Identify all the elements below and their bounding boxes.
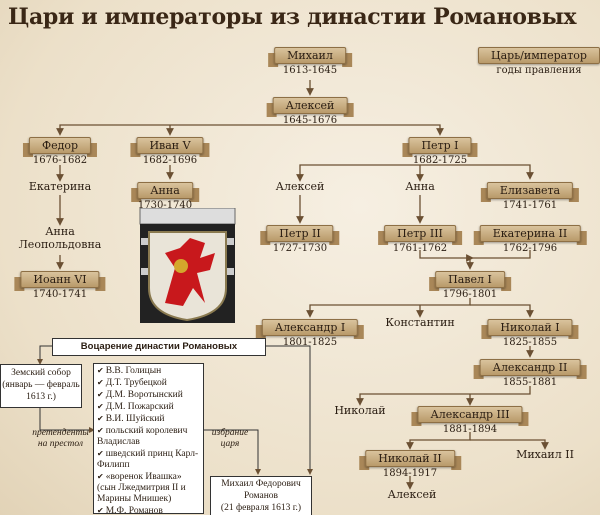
ruler-years: 1682-1696 bbox=[142, 155, 198, 166]
ruler-name: Николай I bbox=[481, 319, 579, 339]
ruler-name: Иван V bbox=[130, 137, 210, 157]
ruler-name: Михаил bbox=[268, 47, 352, 67]
relative-nikolai: Николай bbox=[334, 404, 386, 417]
text-line: царя bbox=[220, 439, 240, 449]
text-line: на престол bbox=[37, 439, 84, 449]
relative-aleksei-tsesarevich: Алексей bbox=[387, 488, 437, 501]
text-line: избрание bbox=[211, 428, 249, 438]
candidate: В.И. Шуйский bbox=[97, 413, 200, 425]
candidate: «воренок Ивашка» (сын Лжедмитрия II и Ма… bbox=[97, 471, 200, 505]
legend-years: годы правления bbox=[496, 65, 582, 76]
candidate: Д.М. Воротынский bbox=[97, 389, 200, 401]
candidates-list: В.В. Голицын Д.Т. Трубецкой Д.М. Воротын… bbox=[93, 363, 204, 515]
zemsky-sobor-box: Земский собор (январь — февраль 1613 г.) bbox=[0, 364, 82, 408]
text-line: Романов bbox=[243, 491, 279, 501]
ruler-name: Петр II bbox=[260, 225, 341, 245]
ruler-name: Алексей bbox=[266, 97, 354, 117]
ruler-years: 1894-1917 bbox=[382, 468, 438, 479]
candidate: М.Ф. Романов bbox=[97, 505, 200, 515]
ruler-name: Александр II bbox=[473, 359, 587, 379]
text-line: (январь — февраль bbox=[2, 380, 80, 390]
ruler-years: 1727-1730 bbox=[272, 243, 328, 254]
ruler-years: 1761-1762 bbox=[392, 243, 448, 254]
name-line: Анна bbox=[45, 225, 75, 238]
relative-ekaterina: Екатерина bbox=[28, 180, 92, 193]
relative-mikhail2: Михаил II bbox=[516, 448, 574, 461]
ruler-name: Александр III bbox=[411, 406, 529, 426]
ruler-years: 1613-1645 bbox=[282, 65, 338, 76]
ruler-years: 1741-1761 bbox=[502, 200, 558, 211]
candidate: Д.Т. Трубецкой bbox=[97, 377, 200, 389]
ruler-years: 1740-1741 bbox=[32, 289, 88, 300]
ruler-name: Петр III bbox=[378, 225, 462, 245]
candidate: Д.М. Пожарский bbox=[97, 401, 200, 413]
ruler-name: Екатерина II bbox=[473, 225, 586, 245]
ruler-years: 1762-1796 bbox=[502, 243, 558, 254]
text-line: претенденты bbox=[32, 428, 89, 438]
ruler-years: 1676-1682 bbox=[32, 155, 88, 166]
candidate: В.В. Голицын bbox=[97, 365, 200, 377]
page-title: Цари и императоры из династии Романовых bbox=[8, 4, 577, 30]
ruler-name: Александр I bbox=[255, 319, 365, 339]
legend-ribbon: Царь/император bbox=[472, 47, 600, 67]
text-line: (21 февраля 1613 г.) bbox=[220, 503, 302, 513]
legend: Царь/император годы правления bbox=[472, 44, 600, 76]
ruler-name: Анна bbox=[131, 182, 199, 202]
ruler-years: 1682-1725 bbox=[412, 155, 468, 166]
ruler-years: 1730-1740 bbox=[137, 200, 193, 211]
name-line: Леопольдовна bbox=[18, 238, 102, 251]
relative-aleksei: Алексей bbox=[275, 180, 325, 193]
ruler-name: Павел I bbox=[429, 271, 511, 291]
candidate: шведский принц Карл-Филипп bbox=[97, 448, 200, 471]
ruler-name: Елизавета bbox=[480, 182, 580, 202]
text-line: Земский собор bbox=[11, 368, 71, 378]
ruler-years: 1855-1881 bbox=[502, 377, 558, 388]
ruler-name: Николай II bbox=[359, 450, 461, 470]
ruler-years: 1796-1801 bbox=[442, 289, 498, 300]
ruler-name: Иоанн VI bbox=[14, 271, 106, 291]
ruler-years: 1801-1825 bbox=[282, 337, 338, 348]
text-line: Михаил Федорович bbox=[221, 479, 301, 489]
scheme-title: Воцарение династии Романовых bbox=[52, 338, 266, 356]
romanov-coat-of-arms bbox=[139, 208, 236, 323]
candidate: польский королевич Владислав bbox=[97, 425, 200, 448]
ruler-name: Федор bbox=[22, 137, 98, 157]
ruler-years: 1825-1855 bbox=[502, 337, 558, 348]
ruler-name: Петр I bbox=[402, 137, 478, 157]
relative-konstantin: Константин bbox=[385, 316, 455, 329]
ruler-years: 1645-1676 bbox=[282, 115, 338, 126]
text-line: 1613 г.) bbox=[26, 392, 56, 402]
relative-anna: Анна bbox=[405, 180, 435, 193]
ruler-years: 1881-1894 bbox=[442, 424, 498, 435]
